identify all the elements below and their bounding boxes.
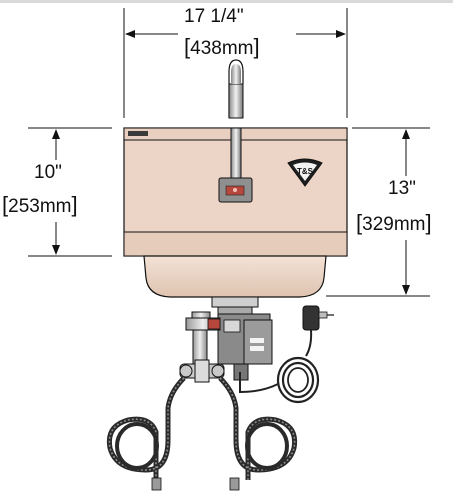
width-mm-label: [438mm]: [184, 36, 260, 60]
supply-hoses: [106, 376, 298, 491]
width-mm-value: 438mm: [190, 38, 254, 59]
drain-assembly: [179, 296, 273, 383]
bracket-open: [: [184, 34, 191, 59]
overall-height-dimension: [326, 127, 430, 297]
bracket-close: ]: [253, 34, 260, 59]
overall-height-mm-label: [329mm]: [356, 212, 432, 236]
sink-bowl: [143, 255, 327, 298]
front-height-inches-label: 10": [34, 162, 62, 183]
overall-height-inches-label: 13": [388, 178, 416, 199]
bracket-close: ]: [425, 210, 432, 235]
top-toolbar-strip: [0, 0, 453, 3]
power-adapter: [239, 305, 334, 404]
front-height-mm-label: [253mm]: [2, 194, 78, 218]
bracket-open: [: [356, 210, 363, 235]
front-height-dimension: [28, 127, 112, 257]
front-height-mm-value: 253mm: [8, 196, 72, 217]
sink-body: [123, 127, 348, 257]
width-inches-label: 17 1/4": [184, 6, 244, 27]
overall-height-mm-value: 329mm: [362, 214, 426, 235]
width-dimension: [123, 8, 348, 118]
bracket-close: ]: [71, 192, 78, 217]
svg-text:T&S: T&S: [297, 167, 314, 176]
bracket-open: [: [2, 192, 9, 217]
brand-badge: T&S: [287, 158, 323, 187]
